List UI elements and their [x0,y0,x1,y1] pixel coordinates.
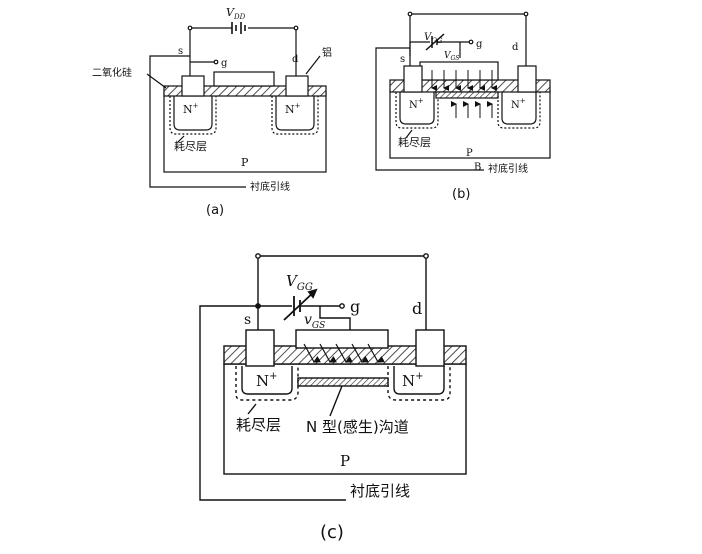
panel-c-gate-label: g [350,297,360,316]
panel-b-gate-node [468,39,474,45]
panel-c-vdd-loop [257,255,427,330]
panel-b-field-arrows [431,70,497,91]
panel-a-aluminum-label: 铝 [322,47,332,59]
panel-c-n-well-left [241,366,293,395]
panel-c-vgg-label: VGG [286,272,313,293]
panel-c-vgg-battery-icon [283,288,318,321]
panel-b-depletion-left [395,92,439,129]
panel-c-depletion-label: 耗尽层 [236,416,281,434]
panel-c-drain-label: d [412,299,422,318]
panel-b-b-label: B [474,162,481,173]
panel-a-n-plus-left: N+ [183,102,199,116]
panel-c-depletion-leader [247,403,257,415]
panel-b-substrate-label: 衬底引线 [488,162,528,175]
panel-b-node [407,11,413,17]
panel-c-gate-node [339,303,345,309]
panel-a-source-metal [181,75,205,97]
panel-a-substrate-lead [149,55,246,188]
panel-a-depletion-leader [177,135,185,143]
panel-c-induced-channel [297,377,389,387]
panel-b-n-well-left [399,92,435,125]
panel-b-charge-arrows [451,101,493,118]
panel-b-depletion-label: 耗尽层 [398,136,431,149]
panel-b-n-plus-right: N+ [511,97,526,111]
panel-c-gate-drop [319,306,351,330]
panel-a-vdd-label: VDD [226,6,246,21]
panel-c-channel-label: N 型(感生)沟道 [306,418,409,436]
panel-c-source-label: s [244,312,251,328]
panel-a-vdd-wire-right [248,27,297,66]
panel-b-p-label: P [466,148,473,159]
panel-a-aluminum-leader [305,55,321,75]
panel-a-oxide-leader [146,73,167,89]
panel-a-vdd-wire-left [189,27,232,56]
panel-a-gate-label: g [221,58,228,69]
panel-a-substrate-label: 衬底引线 [250,180,290,193]
panel-a-node [187,25,193,31]
panel-c [199,253,467,501]
panel-a-gate-node [213,59,219,65]
panel-a-n-well-left [173,96,213,131]
panel-c-depletion-right [387,366,451,401]
panel-b-gate-label: g [476,39,483,50]
panel-c-labels: VGG vGS s g d N+ N+ 耗尽层 N 型(感生)沟道 P 衬底引线… [236,272,424,543]
panel-c-p-label: P [340,452,350,470]
panel-a-depletion-label: 耗尽层 [174,140,207,153]
panel-b-n-plus-left: N+ [409,97,424,111]
panel-b-induced-layer [435,91,499,99]
panel-a [146,22,327,188]
panel-a-oxide-label: 二氧化硅 [92,66,132,79]
panel-b-source-metal [403,65,423,93]
panel-b-source-label: s [400,54,405,65]
panel-b-vgs-label: VGS [444,51,459,62]
panel-c-source-metal [245,329,275,367]
panel-c-gate-metal [295,329,389,349]
panel-c-drain-metal [415,329,445,367]
panel-b-depletion-leader [405,129,413,139]
panel-c-node [255,253,261,259]
panel-c-node [423,253,429,259]
panel-b-substrate-lead [375,47,484,171]
panel-c-substrate-label: 衬底引线 [350,482,410,500]
panel-c-caption: (c) [320,522,344,543]
panel-a-source-label: s [178,46,183,57]
panel-a-gate-metal [213,71,275,87]
panel-a-vdd-battery-icon [231,22,246,34]
panel-b-drain-metal [517,65,537,93]
panel-c-substrate-lead [199,305,346,501]
panel-c-field-arrows [303,343,385,363]
panel-b-drain-label: d [512,42,519,53]
panel-a-drain-metal [285,75,309,97]
panel-b-n-well-right [501,92,537,125]
panel-a-node [293,25,299,31]
panel-b-vdd-loop [409,13,527,62]
panel-c-depletion-left [235,366,299,401]
panel-c-n-plus-right: N+ [402,371,424,390]
panel-a-n-well-right [275,96,315,131]
panel-b-labels: VGG VGS s g d N+ N+ 耗尽层 P B 衬底引线 (b) [398,32,528,202]
panel-a-caption: (a) [206,203,224,218]
panel-c-vgs-label: vGS [304,312,325,331]
panel-a-drain-label: d [292,54,299,65]
panel-a-p-label: P [241,156,249,169]
panel-c-n-well-right [393,366,445,395]
panel-b-vgg-label: VGG [424,32,443,45]
panel-c-n-plus-left: N+ [256,371,278,390]
panel-b-caption: (b) [452,187,470,202]
panel-a-labels: VDD s g d 二氧化硅 铝 N+ N+ 耗尽层 P 衬底引线 (a) [92,6,332,218]
panel-b [375,11,551,171]
panel-c-channel-leader [329,385,343,417]
panel-b-depletion-right [497,92,541,129]
panel-a-n-plus-right: N+ [285,102,301,116]
panel-b-node [523,11,529,17]
